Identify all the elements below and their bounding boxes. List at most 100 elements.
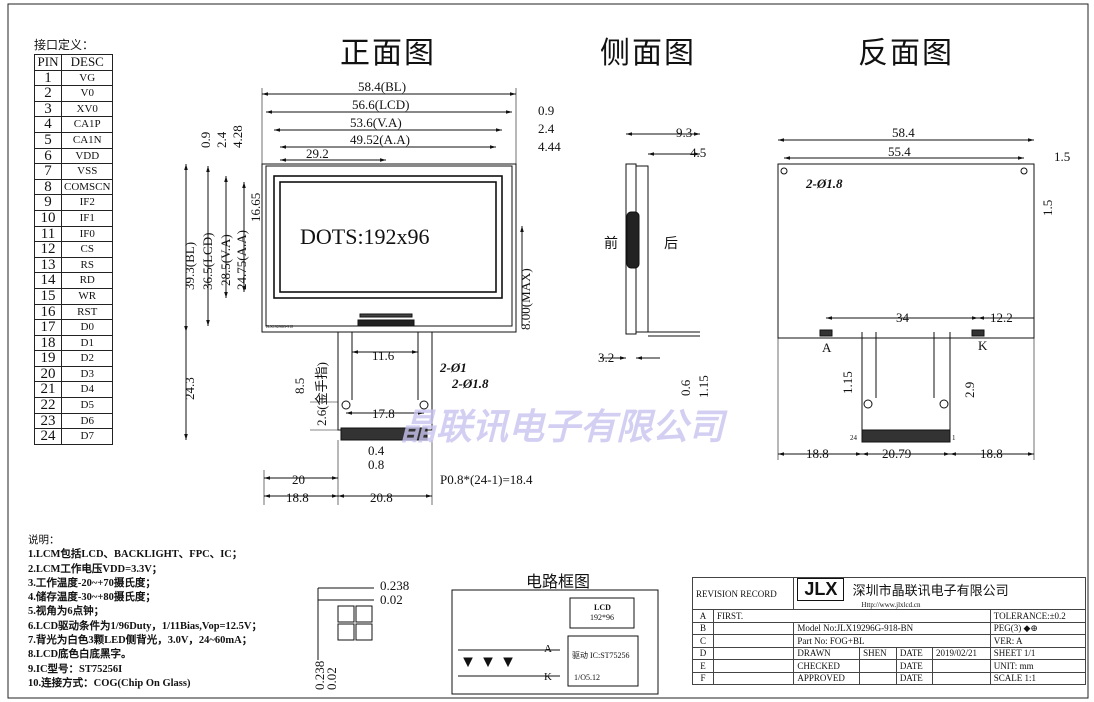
fpc-hole-left — [341, 400, 351, 410]
dim-v-24-3: 24.3 — [182, 377, 197, 400]
dim-v-36-5: 36.5(LCD) — [200, 233, 215, 290]
company-name: 深圳市晶联讯电子有限公司 — [852, 583, 1009, 598]
dim-11-6: 11.6 — [372, 348, 395, 363]
back-outline — [777, 163, 1035, 339]
circuit-fpc: 1/O5.12 — [574, 673, 600, 682]
hole-2-d1-8: 2-Ø1.8 — [451, 376, 489, 391]
sheet-value: 1/1 — [1023, 648, 1036, 659]
dim-1-15-back: 1.15 — [840, 371, 855, 394]
drawn-by: SHEN — [859, 646, 897, 660]
ver-label: VER: — [993, 635, 1015, 646]
dim-12-2: 12.2 — [990, 310, 1013, 325]
dot-dim-v-0-238: 0.238 — [312, 661, 327, 690]
dim-0-6: 0.6 — [678, 379, 693, 396]
row-b: B — [692, 621, 714, 635]
model-no: Model No:JLX19296G-918-BN — [793, 621, 991, 635]
note-line: 6.LCD驱动条件为1/96Duty，1/11Bias,Vop=12.5V； — [28, 620, 262, 632]
dim-pitch: P0.8*(24-1)=18.4 — [440, 472, 533, 487]
back-hole-left — [780, 167, 788, 175]
approved-label: APPROVED — [793, 671, 861, 685]
sheet-label: SHEET — [993, 648, 1022, 659]
dim-r-4-44: 4.44 — [538, 139, 561, 154]
pin-number: 13 — [34, 256, 62, 274]
front-view-labels: 58.4(BL) 56.6(LCD) 53.6(V.A) 49.52(A.A) … — [182, 79, 561, 505]
dot-dim-v-0-02: 0.02 — [324, 667, 339, 690]
back-hole-label: 2-Ø1.8 — [805, 176, 843, 191]
note-line: 1.LCM包括LCD、BACKLIGHT、FPC、IC； — [28, 549, 243, 561]
unit-value: mm — [1019, 660, 1034, 671]
front-view — [184, 88, 524, 505]
dim-3-2: 3.2 — [598, 350, 614, 365]
note-line: 7.背光为白色3颗LED侧背光，3.0V，24~60mA； — [28, 635, 253, 647]
pin-desc: D2 — [60, 350, 114, 367]
pin-desc: D4 — [60, 381, 114, 399]
checked-label: CHECKED — [793, 659, 861, 673]
front-viewing-area — [273, 175, 503, 299]
dim-56-6: 56.6(LCD) — [352, 97, 409, 112]
jlx-logo: JLX — [797, 578, 845, 601]
first-label: FIRST. — [713, 609, 991, 623]
fpc-hole-right — [419, 400, 429, 410]
dim-v-24-75: 24.75(A.A) — [234, 230, 249, 290]
front-backlight-outline — [261, 163, 517, 333]
circuit-labels: LCD 192*96 驱动 IC:ST75256 1/O5.12 A K — [544, 603, 630, 683]
date-label-3: DATE — [895, 671, 933, 685]
fpc-inner — [351, 332, 419, 400]
dim-v-4-28: 4.28 — [230, 125, 245, 148]
dim-9-3: 9.3 — [676, 125, 692, 140]
pin-desc: COMSCN — [60, 178, 114, 196]
dot-detail — [317, 587, 374, 660]
dim-55-4: 55.4 — [888, 144, 911, 159]
dot-dim-0-238: 0.238 — [380, 578, 409, 593]
circuit-diagram — [451, 589, 659, 695]
pin-number: 14 — [34, 272, 62, 289]
circuit-a: A — [544, 643, 552, 655]
side-view — [600, 132, 700, 360]
dot-dim-0-02: 0.02 — [380, 592, 403, 607]
dots-label: DOTS:192x96 — [300, 224, 430, 249]
dim-1-5-r: 1.5 — [1054, 149, 1070, 164]
revision-record: REVISION RECORD — [691, 577, 795, 610]
watermark: 晶联讯电子有限公司 — [400, 407, 725, 447]
back-hole-right — [1020, 167, 1028, 175]
dim-4-5: 4.5 — [690, 145, 706, 160]
peg: PEG(3) ◆⊕ — [989, 621, 1087, 635]
dim-v-39-3: 39.3(BL) — [182, 242, 197, 290]
note-line: 4.储存温度-30~+80摄氏度； — [28, 592, 156, 604]
date-value: 2019/02/21 — [931, 646, 991, 660]
sheet-border — [7, 3, 1089, 699]
side-connector — [626, 211, 640, 269]
dim-2-9: 2.9 — [962, 382, 977, 398]
pin-number: 15 — [34, 287, 62, 305]
back-fpc — [861, 332, 951, 431]
ver-value: A — [1016, 635, 1023, 646]
dim-v-16-65: 16.65 — [248, 193, 263, 222]
circuit-ic: 驱动 IC:ST75256 — [572, 650, 630, 660]
scale-value: 1:1 — [1024, 673, 1037, 684]
front-active-area — [279, 181, 497, 293]
note-line: 9.IC型号：ST75256I — [28, 663, 123, 675]
dim-v-2-4: 2.4 — [214, 131, 229, 148]
interface-title: 接口定义： — [34, 38, 95, 52]
dim-34: 34 — [896, 310, 910, 325]
tolerance: TOLERANCE:±0.2 — [989, 609, 1087, 623]
dim-20-79: 20.79 — [882, 446, 911, 461]
date-label-2: DATE — [895, 659, 933, 673]
circuit-lcd: LCD — [594, 603, 611, 612]
note-line: 10.连接方式：COG(Chip On Glass) — [28, 677, 191, 689]
dim-58-4-back: 58.4 — [892, 125, 915, 140]
row-f: F — [692, 671, 714, 685]
dim-17-8: 17.8 — [372, 406, 395, 421]
back-label: 后 — [664, 236, 678, 252]
